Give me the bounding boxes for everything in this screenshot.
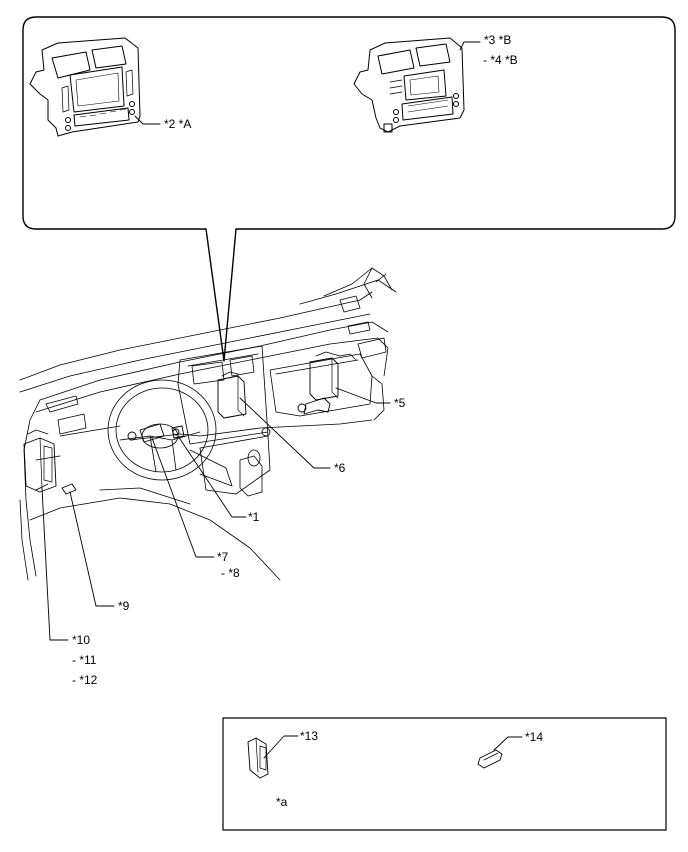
leader-13 (263, 735, 299, 759)
leader-5 (335, 387, 391, 404)
callout-6: *6 (334, 461, 346, 475)
detail-component-14 (477, 749, 503, 769)
leader-6 (239, 397, 331, 469)
callout-11: - *11 (72, 653, 97, 667)
leader-lines (41, 41, 523, 759)
callout-14: *14 (525, 730, 544, 744)
callout-1: *1 (248, 510, 260, 524)
bottom-detail-frame (222, 717, 667, 831)
callout-5: *5 (394, 396, 406, 410)
component-right-module (297, 351, 357, 415)
callout-10: *10 (72, 633, 91, 647)
callout-12: - *12 (72, 673, 98, 687)
component-column-switch (127, 423, 185, 443)
leader-1 (177, 435, 247, 518)
callout-a: *a (276, 795, 288, 809)
leader-10 (41, 487, 69, 641)
component-left-junction-block (23, 429, 77, 495)
callout-13: *13 (300, 729, 319, 743)
top-detail-frame (22, 16, 676, 362)
center-panel-type-b (353, 37, 465, 133)
leader-9 (69, 491, 115, 607)
center-panel-type-a (29, 37, 141, 137)
callout-7: *7 (217, 550, 229, 564)
callout-8: - *8 (221, 566, 240, 580)
instrument-panel (19, 267, 397, 581)
leader-14 (493, 736, 523, 751)
callout-2a: *2 *A (164, 117, 192, 131)
callout-9: *9 (118, 599, 130, 613)
callout-4b: - *4 *B (483, 53, 518, 67)
component-ecu-center (217, 371, 247, 419)
leader-3b (459, 41, 481, 51)
callout-3b: *3 *B (484, 33, 512, 47)
leader-2a (134, 115, 161, 125)
detail-component-13 (247, 737, 269, 779)
leader-7 (151, 437, 215, 558)
